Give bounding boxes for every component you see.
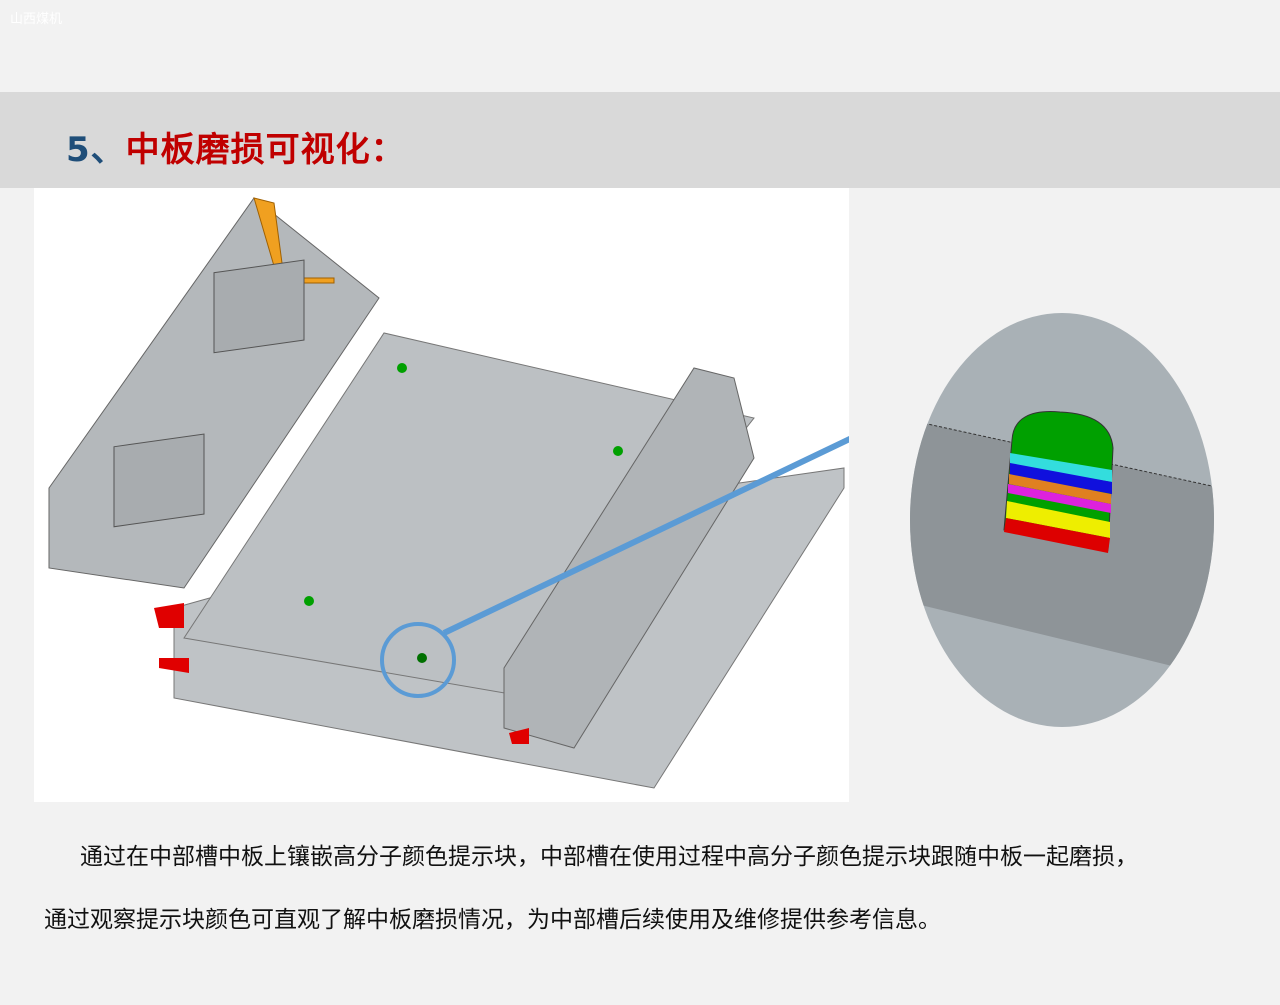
red-mark bbox=[159, 658, 189, 673]
description: 通过在中部槽中板上镶嵌高分子颜色提示块，中部槽在使用过程中高分子颜色提示块跟随中… bbox=[44, 826, 1244, 952]
red-mark bbox=[154, 603, 184, 628]
trough-model-image bbox=[34, 188, 924, 802]
description-line-2: 通过观察提示块颜色可直观了解中板磨损情况，为中部槽后续使用及维修提供参考信息。 bbox=[44, 907, 941, 933]
indicator-dot bbox=[417, 653, 427, 663]
connector-lower bbox=[113, 433, 205, 528]
middle-plate bbox=[183, 332, 755, 699]
connector-upper bbox=[213, 259, 305, 354]
indicator-dot bbox=[304, 596, 314, 606]
title-band bbox=[0, 92, 1280, 188]
indicator-dot bbox=[397, 363, 407, 373]
watermark: 山西煤机 bbox=[10, 12, 63, 27]
right-rail bbox=[503, 367, 755, 749]
indicator-dot bbox=[613, 446, 623, 456]
title-text: 中板磨损可视化： bbox=[125, 130, 406, 170]
trough-model-drawing bbox=[48, 197, 924, 789]
red-mark bbox=[509, 728, 529, 744]
title-number: 5、 bbox=[66, 130, 126, 170]
callout-arrow bbox=[442, 410, 906, 636]
page-title: 5、中板磨损可视化： bbox=[66, 122, 406, 171]
description-line-1: 通过在中部槽中板上镶嵌高分子颜色提示块，中部槽在使用过程中高分子颜色提示块跟随中… bbox=[80, 844, 1138, 870]
highlight-circle bbox=[380, 622, 456, 698]
